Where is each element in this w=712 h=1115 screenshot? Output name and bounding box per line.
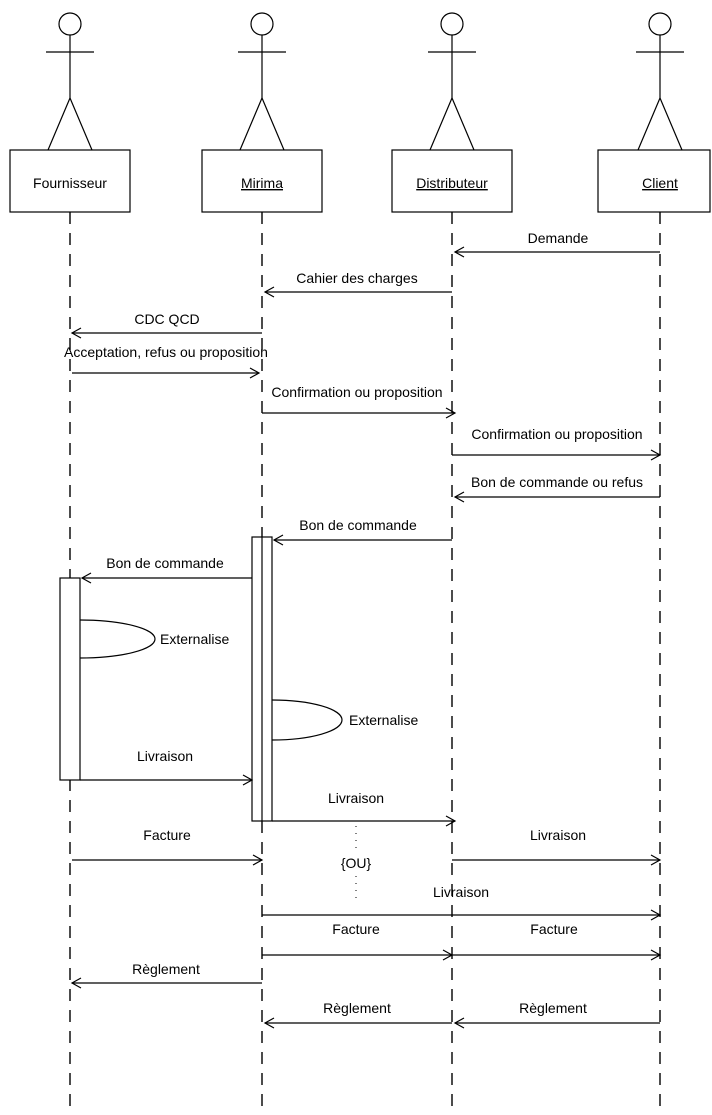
message-arrow: Livraison xyxy=(272,790,457,827)
actor-client: Client xyxy=(597,12,711,1110)
message-arrow: Demande xyxy=(453,230,660,258)
message-arrow: Bon de commande xyxy=(272,517,452,546)
message-arrow: Bon de commande xyxy=(80,555,252,584)
stick-figure-icon xyxy=(636,12,684,151)
arrowhead-icon xyxy=(453,491,465,503)
arrowhead-icon xyxy=(445,815,457,827)
message-arrow: Confirmation ou proposition xyxy=(452,426,662,461)
message-label: Confirmation ou proposition xyxy=(271,384,442,400)
arrowhead-icon xyxy=(70,977,82,989)
arrowhead-icon xyxy=(272,534,284,546)
self-call-label: Externalise xyxy=(349,712,418,728)
self-call-label: Externalise xyxy=(160,631,229,647)
arrowhead-icon xyxy=(650,854,662,866)
message-label: Bon de commande xyxy=(106,555,224,571)
message-arrow: Facture xyxy=(72,827,264,866)
self-call-fournisseur: Externalise xyxy=(79,619,229,659)
message-label: Cahier des charges xyxy=(296,270,417,286)
message-arrow: Confirmation ou proposition xyxy=(262,384,457,419)
message-arrow: Règlement xyxy=(453,1000,660,1029)
arrowhead-icon xyxy=(453,1017,465,1029)
message-label: Demande xyxy=(528,230,589,246)
message-label: Livraison xyxy=(530,827,586,843)
message-arrow: Bon de commande ou refus xyxy=(453,474,660,503)
stick-figure-icon xyxy=(238,12,286,151)
message-arrow: Livraison xyxy=(262,884,662,921)
message-label: Facture xyxy=(143,827,191,843)
actor-label: Mirima xyxy=(241,175,283,191)
message-label: Bon de commande ou refus xyxy=(471,474,643,490)
arrowhead-icon xyxy=(445,407,457,419)
message-label: Règlement xyxy=(519,1000,587,1016)
alternative-label: {OU} xyxy=(341,855,372,871)
stick-figure-icon xyxy=(428,12,476,151)
message-arrow: CDC QCD xyxy=(70,311,262,339)
message-label: Règlement xyxy=(323,1000,391,1016)
message-arrow: Facture xyxy=(262,921,454,961)
actor-distributeur: Distributeur xyxy=(391,12,513,1110)
message-label: Livraison xyxy=(137,748,193,764)
arrowhead-icon xyxy=(263,1017,275,1029)
message-arrow: Acceptation, refus ou proposition xyxy=(64,344,268,379)
message-arrow: Facture xyxy=(452,921,662,961)
arrowhead-icon xyxy=(650,949,662,961)
activation-bar xyxy=(59,577,81,781)
actor-mirima: Mirima xyxy=(201,12,323,1110)
message-label: Acceptation, refus ou proposition xyxy=(64,344,268,360)
message-label: Livraison xyxy=(433,884,489,900)
message-arrow: Règlement xyxy=(70,961,262,989)
arrowhead-icon xyxy=(263,286,275,298)
stick-figure-icon xyxy=(46,12,94,151)
message-label: Livraison xyxy=(328,790,384,806)
message-arrow: Règlement xyxy=(263,1000,452,1029)
message-label: Bon de commande xyxy=(299,517,417,533)
message-label: Facture xyxy=(530,921,578,937)
arrowhead-icon xyxy=(249,367,261,379)
message-arrow: Livraison xyxy=(80,748,254,786)
actor-label: Fournisseur xyxy=(33,175,107,191)
arrowhead-icon xyxy=(252,854,264,866)
message-label: CDC QCD xyxy=(134,311,199,327)
message-label: Confirmation ou proposition xyxy=(471,426,642,442)
self-call-mirima: Externalise xyxy=(271,699,418,741)
arrowhead-icon xyxy=(650,909,662,921)
arrowhead-icon xyxy=(70,327,82,339)
arrowhead-icon xyxy=(650,449,662,461)
message-label: Règlement xyxy=(132,961,200,977)
actor-box xyxy=(9,149,131,213)
actor-label: Client xyxy=(642,175,678,191)
arrowhead-icon xyxy=(242,774,254,786)
message-label: Facture xyxy=(332,921,380,937)
message-arrow: Cahier des charges xyxy=(263,270,452,298)
message-arrow: Livraison xyxy=(452,827,662,866)
alternative-marker: {OU} xyxy=(341,826,372,904)
actor-box xyxy=(597,149,711,213)
arrowhead-icon xyxy=(453,246,465,258)
arrowhead-icon xyxy=(80,572,92,584)
actor-label: Distributeur xyxy=(416,175,488,191)
